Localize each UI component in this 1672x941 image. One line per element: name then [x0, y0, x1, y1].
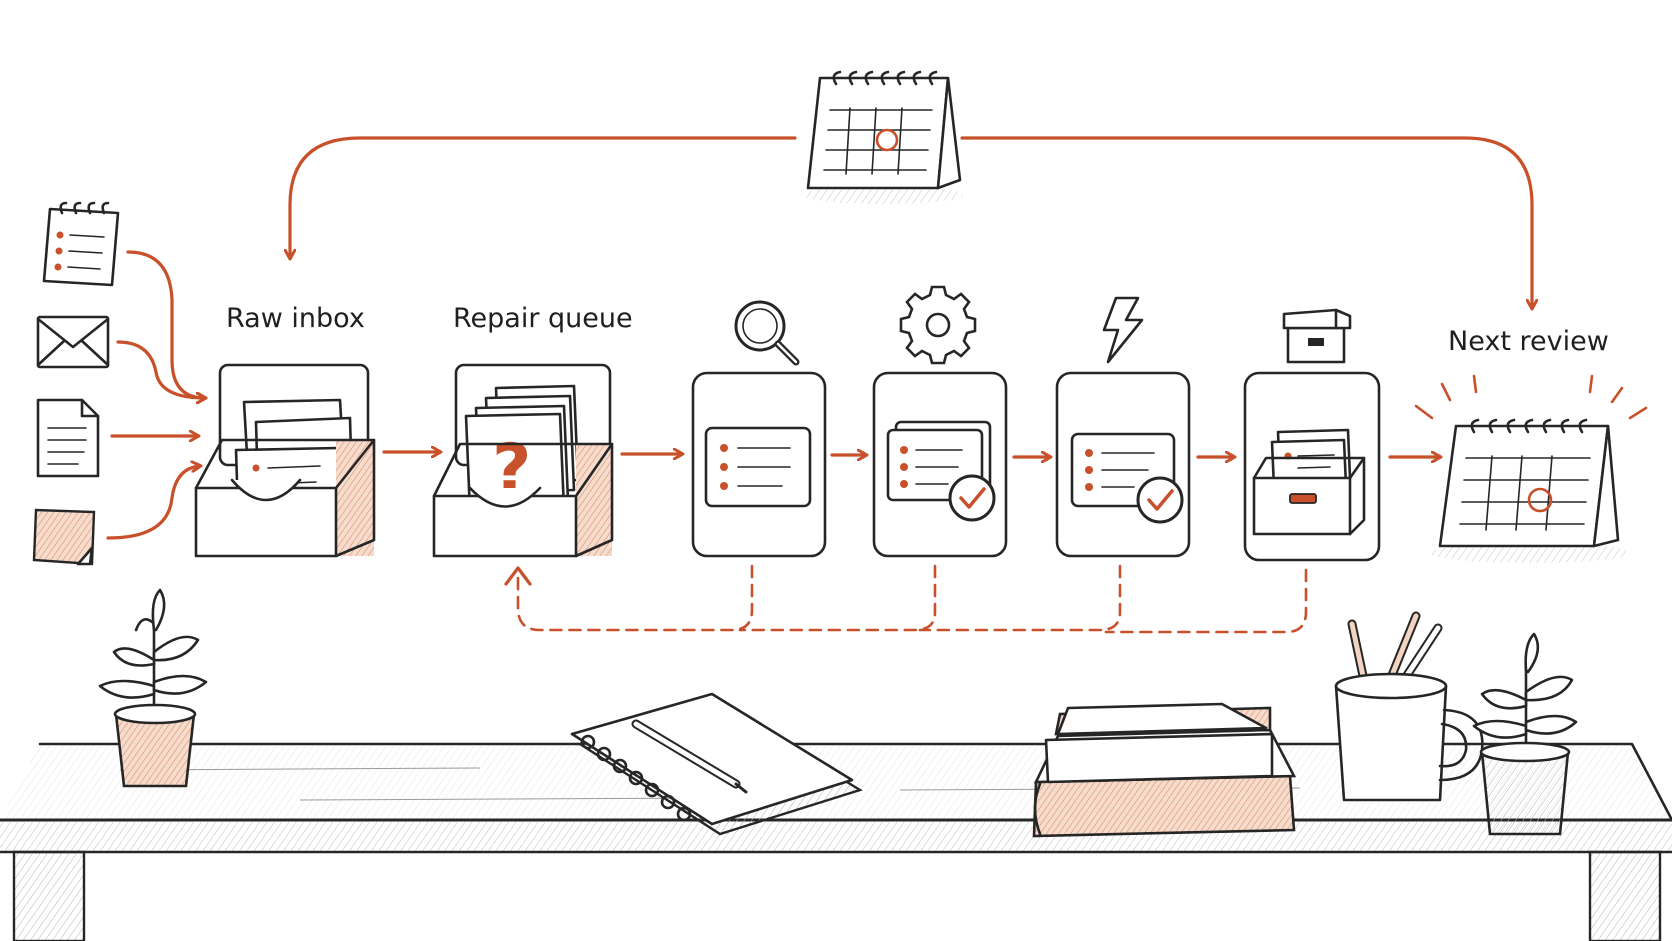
magnifier-icon [734, 300, 800, 366]
sticky-note-icon [32, 508, 96, 566]
stage-card-action [1055, 371, 1191, 558]
archive-box-icon [1282, 308, 1352, 364]
notepad-icon [42, 201, 120, 287]
repair-queue-tray: ? [432, 363, 614, 558]
raw-inbox-label: Raw inbox [226, 303, 365, 334]
notebook-icon [570, 692, 863, 836]
next-review-calendar-icon [1430, 418, 1630, 563]
next-review-sparkle [1414, 374, 1648, 420]
pen-mug-icon [1334, 611, 1484, 802]
desk-calendar-icon [803, 70, 963, 204]
stage-card-archive [1243, 371, 1381, 562]
lightning-icon [1102, 296, 1144, 364]
gear-icon [899, 285, 977, 365]
repair-queue-label: Repair queue [453, 303, 633, 334]
document-icon [36, 398, 100, 478]
input-arrows [106, 250, 205, 540]
next-review-label: Next review [1448, 326, 1609, 357]
top-loop-arrows [290, 136, 1532, 308]
stage-card-process [872, 371, 1008, 558]
feedback-loop-dashed [504, 564, 1308, 634]
stage-card-review [691, 371, 827, 558]
envelope-icon [36, 315, 110, 369]
raw-inbox-tray [194, 363, 376, 558]
plant-pot-right [1472, 632, 1578, 836]
plant-pot-left [98, 588, 208, 788]
book-stack-icon [1032, 702, 1297, 838]
